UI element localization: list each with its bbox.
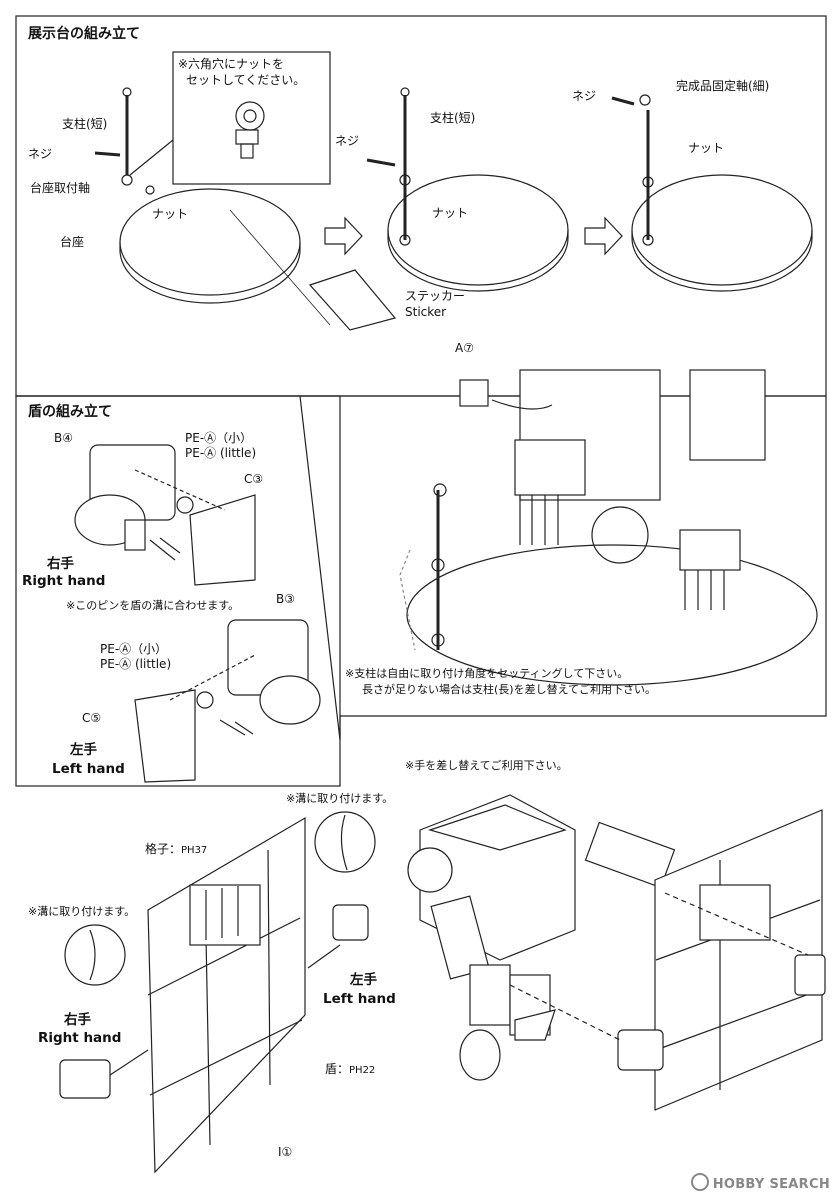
hobbysearch-logo-icon	[690, 1173, 709, 1191]
pe-small-label: PE-Ⓐ（小）	[185, 431, 253, 445]
step3-axis-label: 完成品固定軸(細)	[676, 79, 770, 93]
sticker-label-en: Sticker	[405, 305, 447, 319]
left-hand-en-label: Left hand	[52, 761, 125, 777]
shield-part-code: PH22	[349, 1065, 376, 1076]
step3-nut-label: ナット	[688, 141, 725, 155]
watermark: HOBBY SEARCH	[690, 1173, 830, 1192]
callout-box	[172, 51, 331, 185]
pin-note: ※このピンを盾の溝に合わせます。	[66, 599, 240, 612]
groove-detail-top	[314, 811, 376, 873]
right-hand-en-bottom: Right hand	[38, 1030, 122, 1046]
callout-line-1: ※六角穴にナットを	[178, 57, 285, 71]
base-step1	[94, 87, 301, 304]
mount-note-line-2: 長さが足りない場合は支柱(長)を差し替えてご利用下さい。	[362, 683, 657, 696]
base-step2	[366, 87, 569, 292]
step2-screw-label: ネジ	[335, 134, 360, 148]
swap-hands-note: ※手を差し替えてご利用下さい。	[405, 759, 568, 772]
right-hand-jp-label: 右手	[47, 556, 74, 572]
shield-section-title: 盾の組み立て	[28, 404, 112, 420]
hex-nut-detail	[235, 101, 265, 159]
part-c5-label: C⑤	[82, 711, 102, 725]
left-hand-shield-assembly	[134, 619, 321, 783]
shield-panel-left	[147, 816, 306, 1174]
robot-on-stand	[399, 369, 818, 686]
step-arrow-2	[584, 216, 623, 256]
label-pillar-short: 支柱(短)	[62, 117, 108, 131]
pe-little-2-label: PE-Ⓐ (little)	[100, 657, 172, 671]
hands-bottom-left	[59, 904, 369, 1099]
groove-note-left: ※溝に取り付けます。	[28, 905, 136, 918]
shield-section-frame	[15, 395, 341, 787]
callout-line-2: セットしてください。	[186, 73, 306, 87]
part-c3-label: C③	[244, 472, 264, 486]
shield-label: 盾：PH22	[325, 1062, 376, 1076]
part-a7-label: A⑦	[455, 341, 474, 355]
mount-note-line-1: ※支柱は自由に取り付け角度をセッティングして下さい。	[345, 667, 629, 680]
label-base: 台座	[60, 235, 85, 249]
step3-screw-label: ネジ	[572, 89, 597, 103]
right-hand-en-label: Right hand	[22, 573, 106, 589]
label-nut: ナット	[152, 207, 189, 221]
step2-pillar-label: 支柱(短)	[430, 111, 476, 125]
stand-section-frame	[15, 15, 827, 397]
pe-small-2-label: PE-Ⓐ（小）	[100, 642, 168, 656]
pe-little-label: PE-Ⓐ (little)	[185, 446, 257, 460]
left-hand-jp-bottom: 左手	[350, 972, 377, 988]
part-b4-label: B④	[54, 431, 73, 445]
step2-nut-label: ナット	[432, 206, 469, 220]
window-lattice	[189, 884, 261, 946]
stand-section-title: 展示台の組み立て	[28, 26, 140, 42]
lattice-part-code: PH37	[181, 845, 208, 856]
part-i1-label: I①	[278, 1145, 293, 1159]
groove-note-top: ※溝に取り付けます。	[286, 792, 394, 805]
right-hand-shield-assembly	[74, 444, 256, 586]
right-hand-jp-bottom: 右手	[64, 1012, 91, 1028]
left-hand-jp-label: 左手	[70, 742, 97, 758]
step-arrow-1	[324, 216, 363, 256]
left-hand-en-bottom: Left hand	[323, 991, 396, 1007]
label-base-axis: 台座取付軸	[30, 181, 91, 195]
lattice-label: 格子：PH37	[145, 842, 208, 856]
part-b3-label: B③	[276, 592, 295, 606]
base-step3	[611, 94, 813, 292]
sticker-label-jp: ステッカー	[405, 289, 466, 303]
sticker-sheet	[308, 269, 397, 331]
label-screw: ネジ	[28, 147, 53, 161]
robot-with-shield	[407, 794, 826, 1111]
